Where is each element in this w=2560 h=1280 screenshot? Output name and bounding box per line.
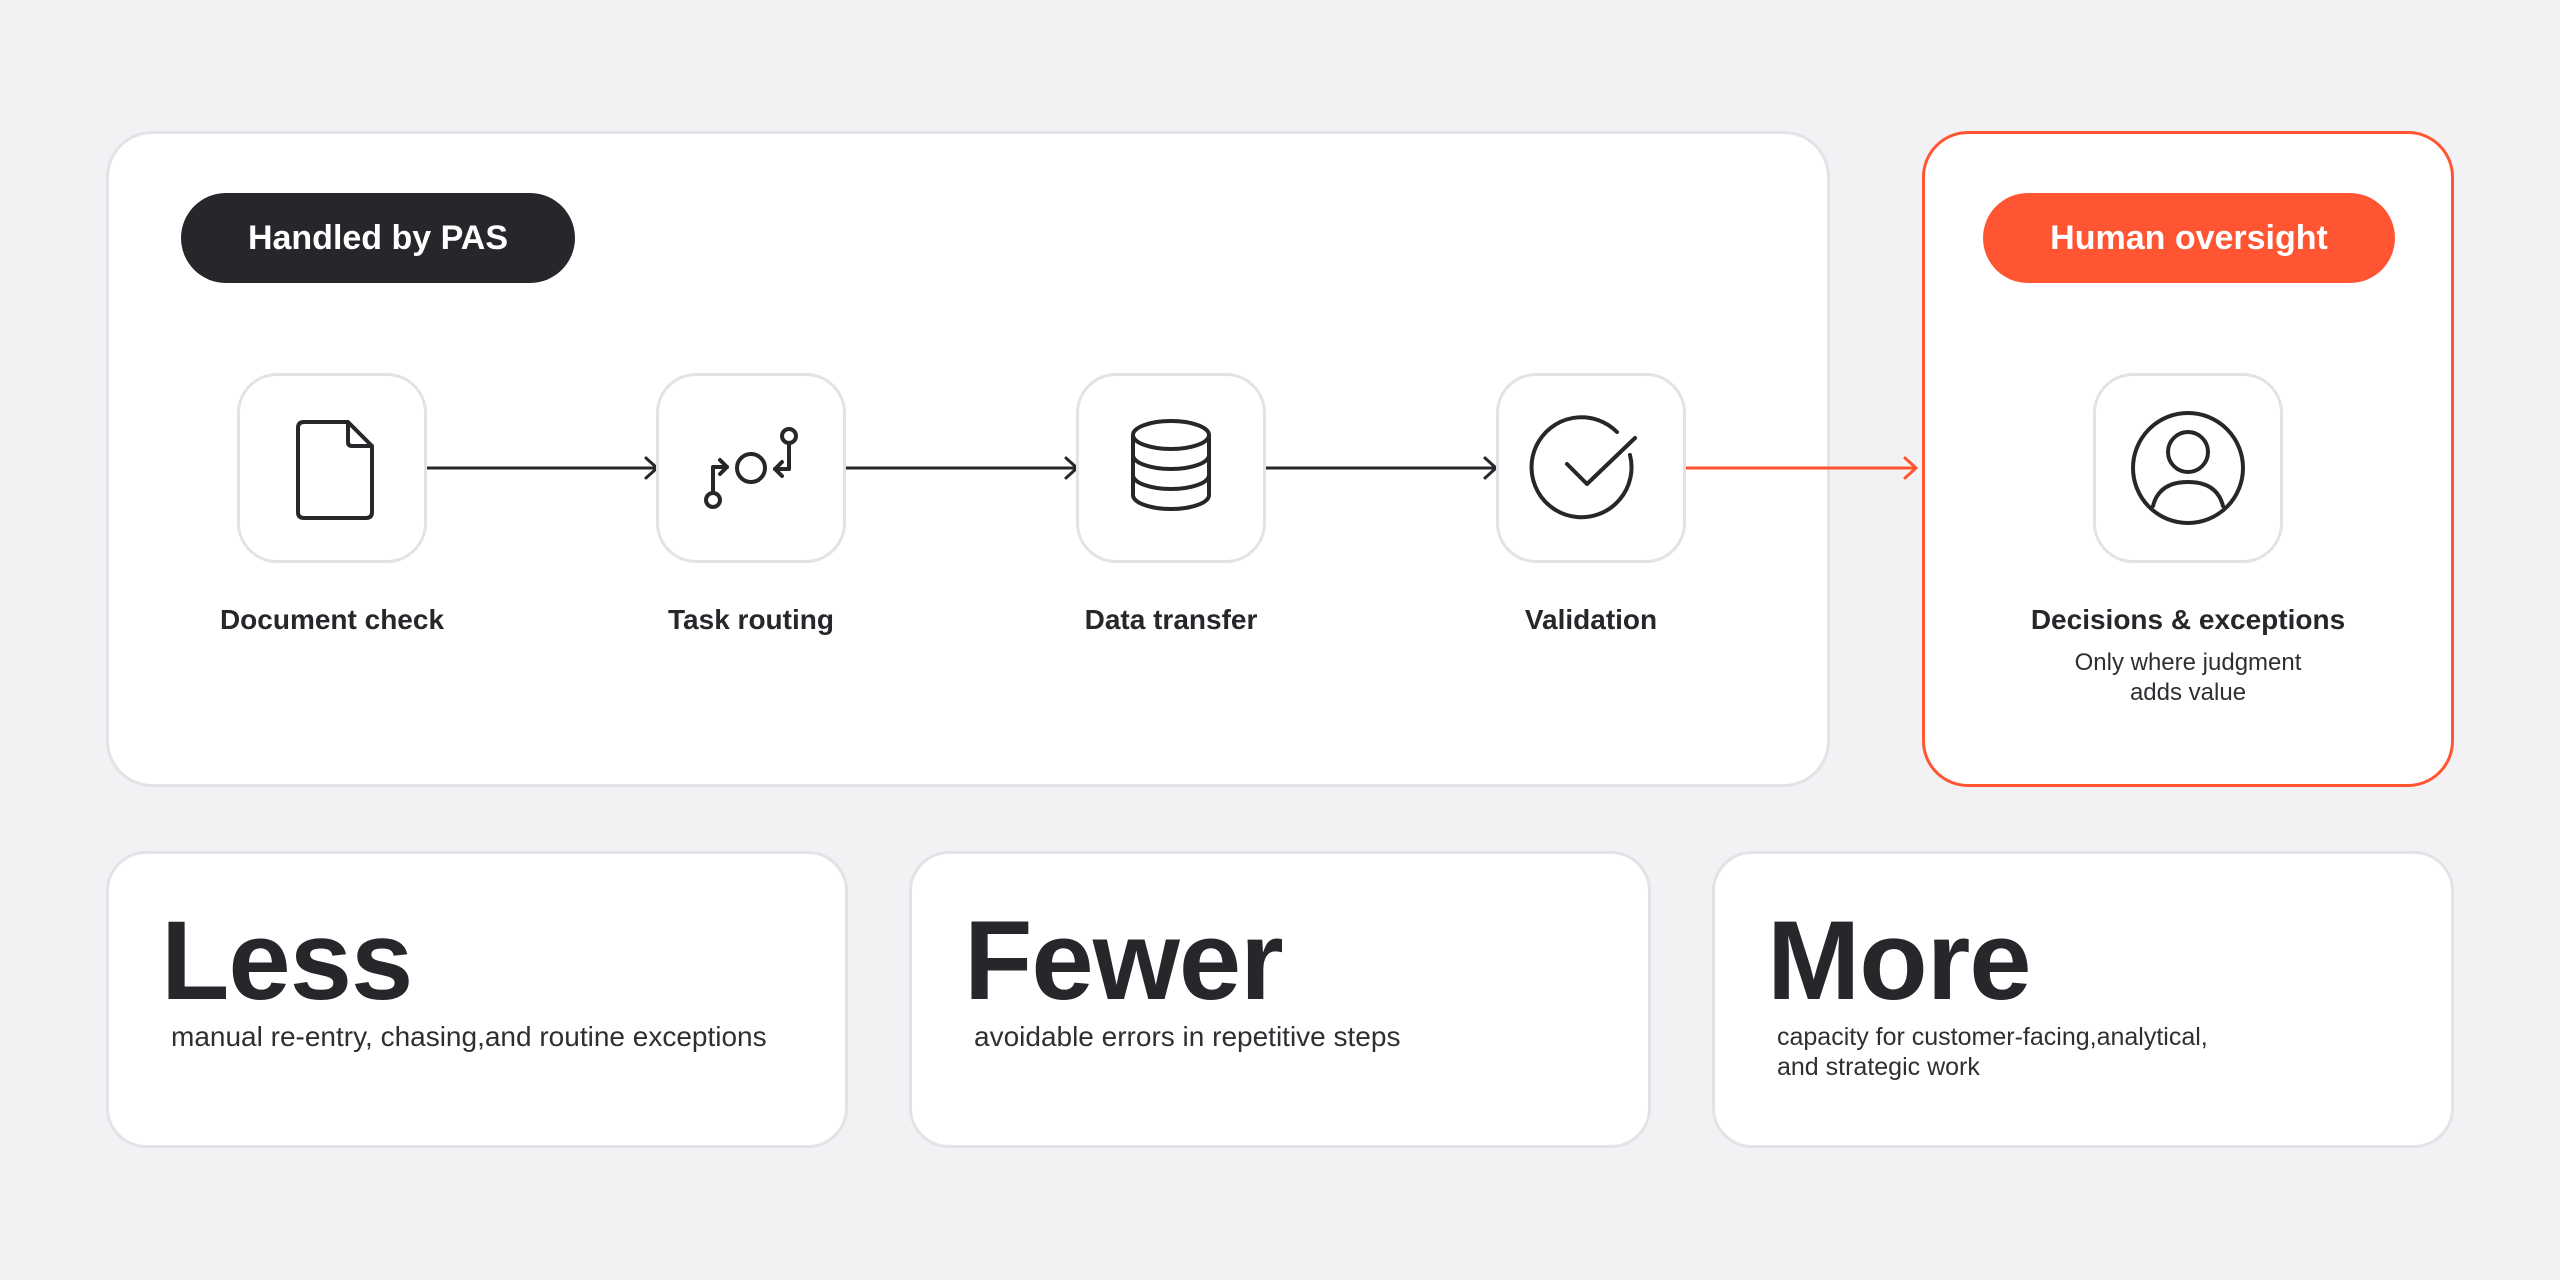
benefit-text: avoidable errors in repetitive steps: [974, 1021, 1401, 1052]
validation-icon-box: [1496, 373, 1686, 563]
benefit-text-line-1: capacity for customer-facing,analytical,: [1777, 1023, 2208, 1051]
benefit-text: manual re-entry, chasing,and routine exc…: [171, 1021, 767, 1052]
document-check-icon-box: [237, 373, 427, 563]
benefit-title: Less: [161, 898, 413, 1023]
handoff-arrow: [1683, 456, 1918, 480]
benefit-card-fewer: Fewer avoidable errors in repetitive ste…: [909, 851, 1651, 1148]
subtitle-line-1: Only where judgment: [2074, 649, 2302, 676]
step-label-document-check: Document check: [219, 604, 445, 635]
benefit-text: capacity for customer-facing,analytical,…: [1777, 1022, 2417, 1082]
step-label-data-transfer: Data transfer: [1084, 604, 1258, 635]
benefit-title: Fewer: [964, 898, 1284, 1023]
step-label-task-routing: Task routing: [668, 604, 834, 635]
data-transfer-icon-box: [1076, 373, 1266, 563]
human-oversight-badge: Human oversight: [1983, 193, 2395, 283]
task-routing-icon-box: [656, 373, 846, 563]
decisions-icon-box: [2093, 373, 2283, 563]
document-icon: [296, 420, 374, 520]
decisions-exceptions-label: Decisions & exceptions: [2030, 604, 2346, 635]
benefit-text-line-2: and strategic work: [1777, 1053, 1980, 1081]
benefit-card-more: More capacity for customer-facing,analyt…: [1712, 851, 2454, 1148]
connector-arrow: [1264, 456, 1498, 480]
benefit-title: More: [1767, 898, 2032, 1023]
handled-by-pas-badge: Handled by PAS: [181, 193, 575, 283]
database-icon: [1131, 419, 1211, 511]
connector-arrow: [844, 456, 1079, 480]
subtitle-line-2: adds value: [2129, 679, 2247, 706]
check-circle-icon: [1529, 415, 1637, 520]
routing-icon: [704, 427, 798, 509]
decisions-exceptions-subtitle: Only where judgment adds value: [2008, 648, 2368, 708]
user-icon: [2131, 411, 2245, 525]
benefit-card-less: Less manual re-entry, chasing,and routin…: [106, 851, 848, 1148]
connector-arrow: [425, 456, 659, 480]
step-label-validation: Validation: [1524, 604, 1658, 635]
